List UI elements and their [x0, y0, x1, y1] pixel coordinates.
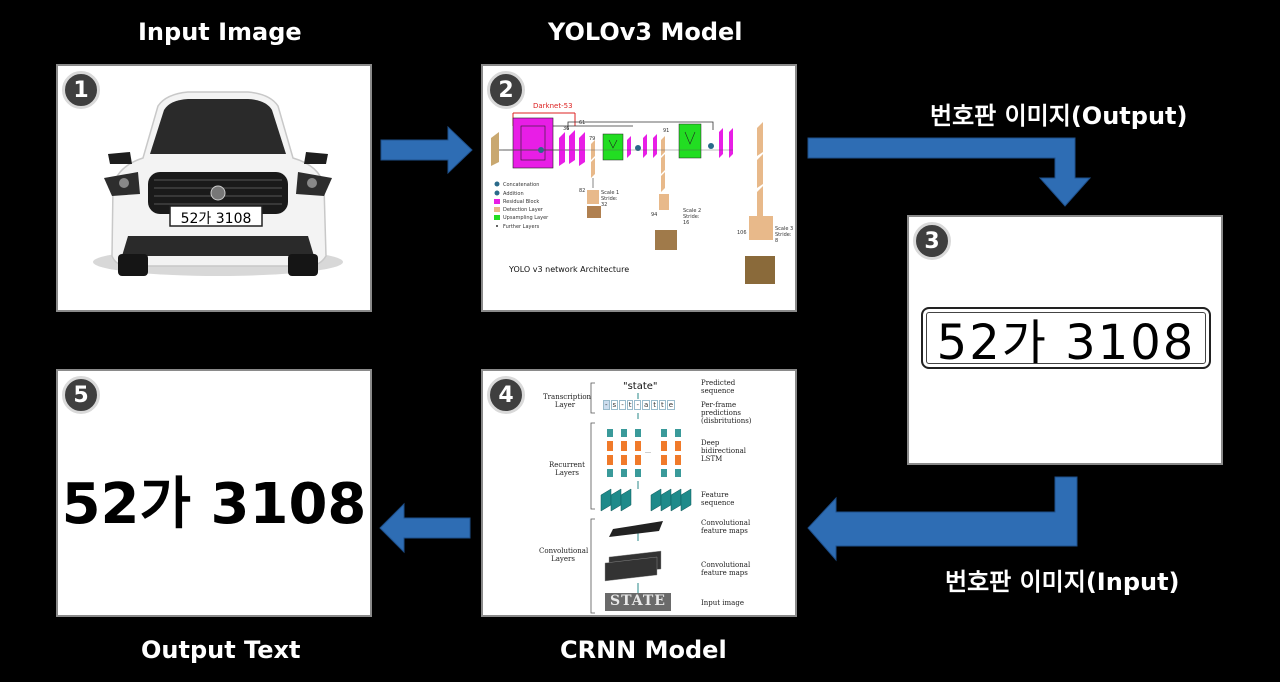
seq-char: e	[666, 400, 676, 410]
label-predicted-sequence: Predicted sequence	[701, 379, 736, 395]
seq-char: s	[610, 400, 619, 410]
step-badge-1: 1	[62, 71, 100, 109]
caption-yolo-model: YOLOv3 Model	[548, 18, 743, 46]
crnn-output-word: "state"	[623, 381, 658, 392]
panel-output-text: 5 52가 3108	[56, 369, 372, 617]
step-badge-4: 4	[487, 376, 525, 414]
step-badge-3: 3	[913, 222, 951, 260]
yolo-num-36: 36	[563, 126, 570, 132]
crnn-seq-row: - s - t - a t t e	[603, 400, 676, 410]
yolo-scale-1: Scale 1 Stride: 32	[601, 190, 620, 208]
seq-char: -	[619, 400, 626, 410]
car-image	[93, 91, 343, 276]
yolo-footer: YOLO v3 network Architecture	[509, 265, 630, 274]
legend-residual: Residual Block	[503, 199, 540, 205]
seq-char: t	[651, 400, 659, 410]
label-feature-sequence: Feature sequence	[701, 491, 735, 507]
legend-addition: Addition	[503, 191, 524, 197]
label-per-frame: Per-frame predictions (disbritutions)	[701, 401, 752, 425]
yolo-diagram	[491, 112, 775, 284]
legend-concatenation: Concatenation	[503, 182, 540, 188]
arrow-4-to-5	[379, 502, 471, 554]
svg-text:…: …	[645, 448, 651, 455]
crnn-image-word: STATE	[610, 593, 666, 609]
yolo-num-106: 106	[737, 230, 747, 236]
label-deep-lstm: Deep bidirectional LSTM	[701, 439, 747, 463]
legend-detection: Detection Layer	[503, 207, 543, 213]
seq-char: -	[634, 400, 641, 410]
label-recurrent: Recurrent Layers	[549, 461, 585, 477]
yolo-num-61: 61	[579, 120, 586, 126]
yolo-num-82: 82	[579, 188, 586, 194]
yolo-scale-2: Scale 2 Stride: 16	[683, 208, 702, 226]
yolo-scale-3: Scale 3 Stride: 8	[775, 226, 794, 244]
yolo-num-79: 79	[589, 136, 596, 142]
step-badge-5: 5	[62, 376, 100, 414]
crnn-diagram: …	[590, 382, 692, 614]
legend-further: Further Layers	[503, 224, 540, 230]
arrow-2-to-3	[807, 137, 1092, 207]
caption-output-text: Output Text	[141, 636, 301, 664]
arrow-1-to-2	[380, 125, 473, 175]
car-plate-text: 52가 3108	[180, 211, 252, 227]
caption-input-image: Input Image	[138, 18, 302, 46]
seq-char: t	[626, 400, 634, 410]
caption-crnn-model: CRNN Model	[560, 636, 727, 664]
caption-plate-input: 번호판 이미지(Input)	[945, 568, 1180, 596]
legend-upsampling: Upsampling Layer	[503, 215, 549, 221]
seq-char: a	[642, 400, 651, 410]
darknet-label: Darknet-53	[533, 102, 573, 110]
label-input-image: Input image	[701, 599, 744, 607]
label-conv-maps-2: Convolutional feature maps	[701, 561, 751, 577]
step-badge-2: 2	[487, 71, 525, 109]
output-text: 52가 3108	[61, 472, 367, 537]
panel-input-image: 1 52가 3108	[56, 64, 372, 312]
license-plate-text: 52가 3108	[936, 315, 1196, 371]
label-conv-maps-1: Convolutional feature maps	[701, 519, 751, 535]
label-transcription: Transcription Layer	[543, 393, 592, 409]
panel-plate-image: 3 52가 3108	[907, 215, 1223, 465]
panel-yolo-architecture: 2 Darknet-53	[481, 64, 797, 312]
arrow-3-to-4	[807, 476, 1078, 562]
seq-char: -	[603, 400, 610, 410]
panel-crnn-architecture: 4 "state" - s - t - a t t e …	[481, 369, 797, 617]
yolo-num-94: 94	[651, 212, 658, 218]
license-plate: 52가 3108	[921, 307, 1211, 371]
label-convolutional: Convolutional Layers	[539, 547, 589, 563]
caption-plate-output: 번호판 이미지(Output)	[930, 102, 1188, 130]
yolo-num-91: 91	[663, 128, 670, 134]
seq-char: t	[659, 400, 666, 410]
